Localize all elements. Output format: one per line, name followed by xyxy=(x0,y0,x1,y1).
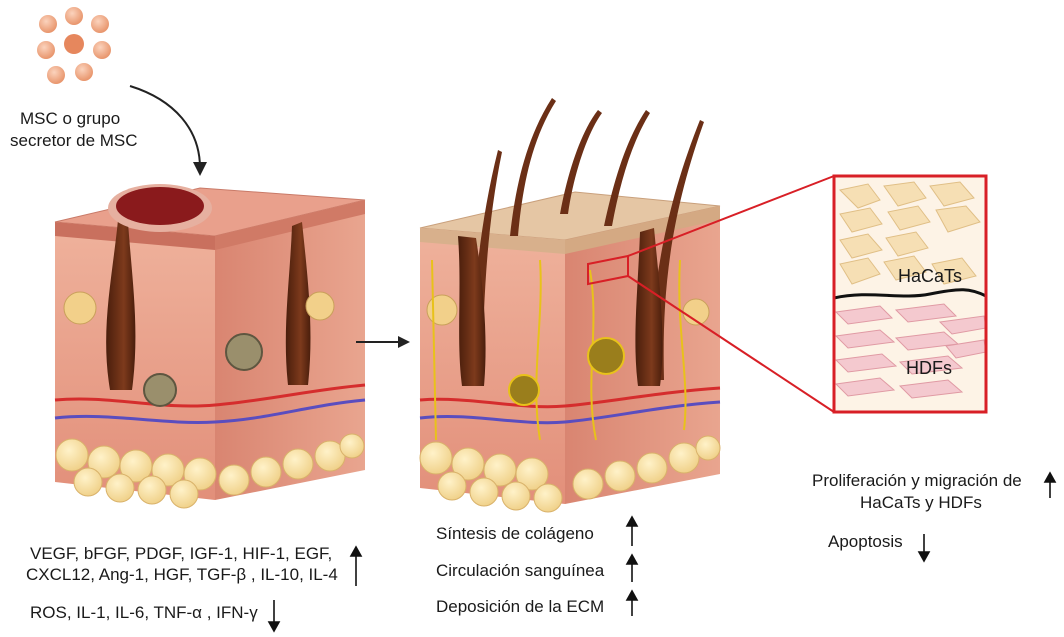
msc-cell xyxy=(37,41,55,59)
downregulated-factors: ROS, IL-1, IL-6, TNF-α , IFN-γ xyxy=(30,602,258,623)
msc-cell-cluster xyxy=(37,7,111,84)
msc-cell xyxy=(39,15,57,33)
effect-proliferation-line1: Proliferación y migración de xyxy=(812,470,1022,491)
msc-cell xyxy=(93,41,111,59)
healed-skin-block xyxy=(420,98,720,512)
effect-collagen: Síntesis de colágeno xyxy=(436,523,594,544)
msc-cell xyxy=(65,7,83,25)
msc-cell xyxy=(91,15,109,33)
msc-cell xyxy=(75,63,93,81)
msc-cell xyxy=(64,34,84,54)
cell-label-hacats: HaCaTs xyxy=(898,266,962,287)
effect-circulation: Circulación sanguínea xyxy=(436,560,604,581)
cell-label-hdfs: HDFs xyxy=(906,358,952,379)
wounded-skin-block xyxy=(55,184,365,508)
msc-label-line2: secretor de MSC xyxy=(10,130,138,151)
effect-proliferation-line2: HaCaTs y HDFs xyxy=(860,492,982,513)
msc-cell xyxy=(47,66,65,84)
effect-ecm: Deposición de la ECM xyxy=(436,596,604,617)
upregulated-factors-line2: CXCL12, Ang-1, HGF, TGF-β , IL-10, IL-4 xyxy=(26,564,338,585)
effect-apoptosis: Apoptosis xyxy=(828,531,903,552)
application-arrow xyxy=(130,86,200,168)
msc-label-line1: MSC o grupo xyxy=(20,108,120,129)
upregulated-factors-line1: VEGF, bFGF, PDGF, IGF-1, HIF-1, EGF, xyxy=(30,543,332,564)
